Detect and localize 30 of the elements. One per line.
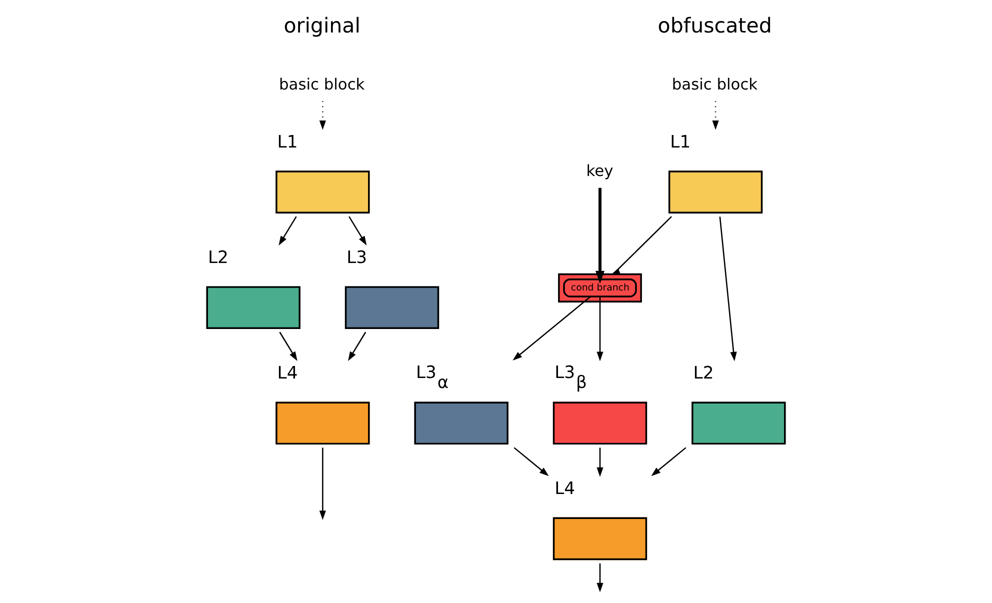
node-label: L3 [346,248,368,268]
arrow [610,216,672,275]
arrow [319,101,326,130]
node-text: key [586,162,614,180]
label: obfuscated [658,14,772,38]
node-box: cond branch [563,278,637,298]
arrow [596,448,604,477]
node-label: L1 [670,132,691,153]
node-label: L4 [554,479,576,500]
arrow [348,332,366,362]
arrow [595,188,604,284]
arrow [278,216,297,246]
arrow [319,448,326,520]
arrow [719,216,737,362]
arrow [651,447,686,476]
arrow [596,296,604,362]
arrow [279,332,298,362]
node-text: basic block [672,75,758,94]
node-label: L2 [693,364,714,384]
node-label: L4 [277,364,298,384]
arrow [514,447,549,476]
arrow [712,101,719,130]
arrow [348,216,367,246]
node-text: basic block [279,75,365,94]
label: original [284,14,360,38]
node-label: L2 [208,248,228,268]
node-label: L1 [277,132,298,153]
arrow [512,296,591,360]
cluster [558,273,642,302]
arrow [596,563,604,592]
